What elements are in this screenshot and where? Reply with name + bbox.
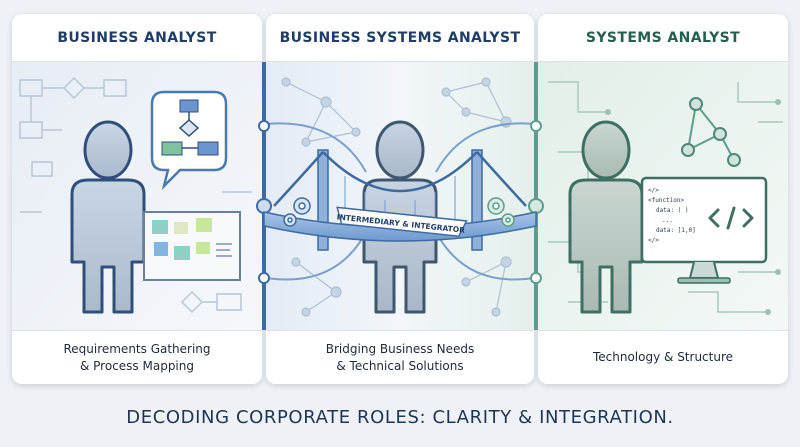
code-line-1: </> bbox=[648, 187, 659, 194]
business-analyst-title: BUSINESS ANALYST bbox=[12, 14, 262, 62]
business-analyst-caption-line2: & Process Mapping bbox=[79, 358, 194, 373]
sticky-note-board-icon bbox=[143, 211, 241, 281]
business-systems-analyst-caption-line2: & Technical Solutions bbox=[336, 358, 464, 373]
process-flow-bubble-icon bbox=[150, 90, 228, 191]
business-analyst-caption: Requirements Gathering & Process Mapping bbox=[12, 330, 262, 384]
page-title: DECODING CORPORATE ROLES: CLARITY & INTE… bbox=[126, 406, 674, 428]
business-systems-analyst-caption-line1: Bridging Business Needs bbox=[325, 341, 475, 356]
node-network-icon bbox=[681, 97, 741, 167]
systems-analyst-panel: SYSTEMS ANALYST bbox=[538, 14, 788, 384]
business-systems-analyst-panel: BUSINESS SYSTEMS ANALYST bbox=[266, 14, 534, 384]
code-line-4: ... bbox=[662, 217, 673, 224]
systems-analyst-caption: Technology & Structure bbox=[538, 330, 788, 384]
business-analyst-figure-icon bbox=[70, 120, 146, 314]
business-systems-analyst-illustration bbox=[266, 62, 534, 330]
code-line-3: data: ( ) bbox=[656, 207, 689, 214]
code-brackets-icon bbox=[708, 206, 754, 230]
code-line-6: </> bbox=[648, 237, 659, 244]
systems-divider bbox=[534, 62, 538, 330]
business-systems-analyst-caption: Bridging Business Needs & Technical Solu… bbox=[266, 330, 534, 384]
business-systems-analyst-scene bbox=[266, 62, 534, 330]
systems-analyst-illustration: </> <function> data: ( ) ... data: [1,0]… bbox=[538, 62, 788, 330]
business-analyst-illustration bbox=[12, 62, 262, 330]
code-monitor-icon: </> <function> data: ( ) ... data: [1,0]… bbox=[640, 176, 768, 284]
business-analyst-scene bbox=[12, 62, 262, 330]
code-line-2: <function> bbox=[648, 197, 685, 204]
business-analyst-panel: BUSINESS ANALYST bbox=[12, 14, 262, 384]
systems-analyst-caption-line1: Technology & Structure bbox=[592, 350, 734, 364]
business-analyst-caption-line1: Requirements Gathering bbox=[63, 341, 211, 356]
systems-analyst-title: SYSTEMS ANALYST bbox=[538, 14, 788, 62]
business-systems-analyst-title: BUSINESS SYSTEMS ANALYST bbox=[266, 14, 534, 62]
systems-analyst-figure-icon bbox=[568, 120, 644, 314]
code-line-5: data: [1,0] bbox=[656, 227, 696, 234]
network-graph-icon bbox=[281, 77, 512, 317]
business-divider bbox=[262, 62, 266, 330]
systems-analyst-scene: </> <function> data: ( ) ... data: [1,0]… bbox=[538, 62, 788, 330]
